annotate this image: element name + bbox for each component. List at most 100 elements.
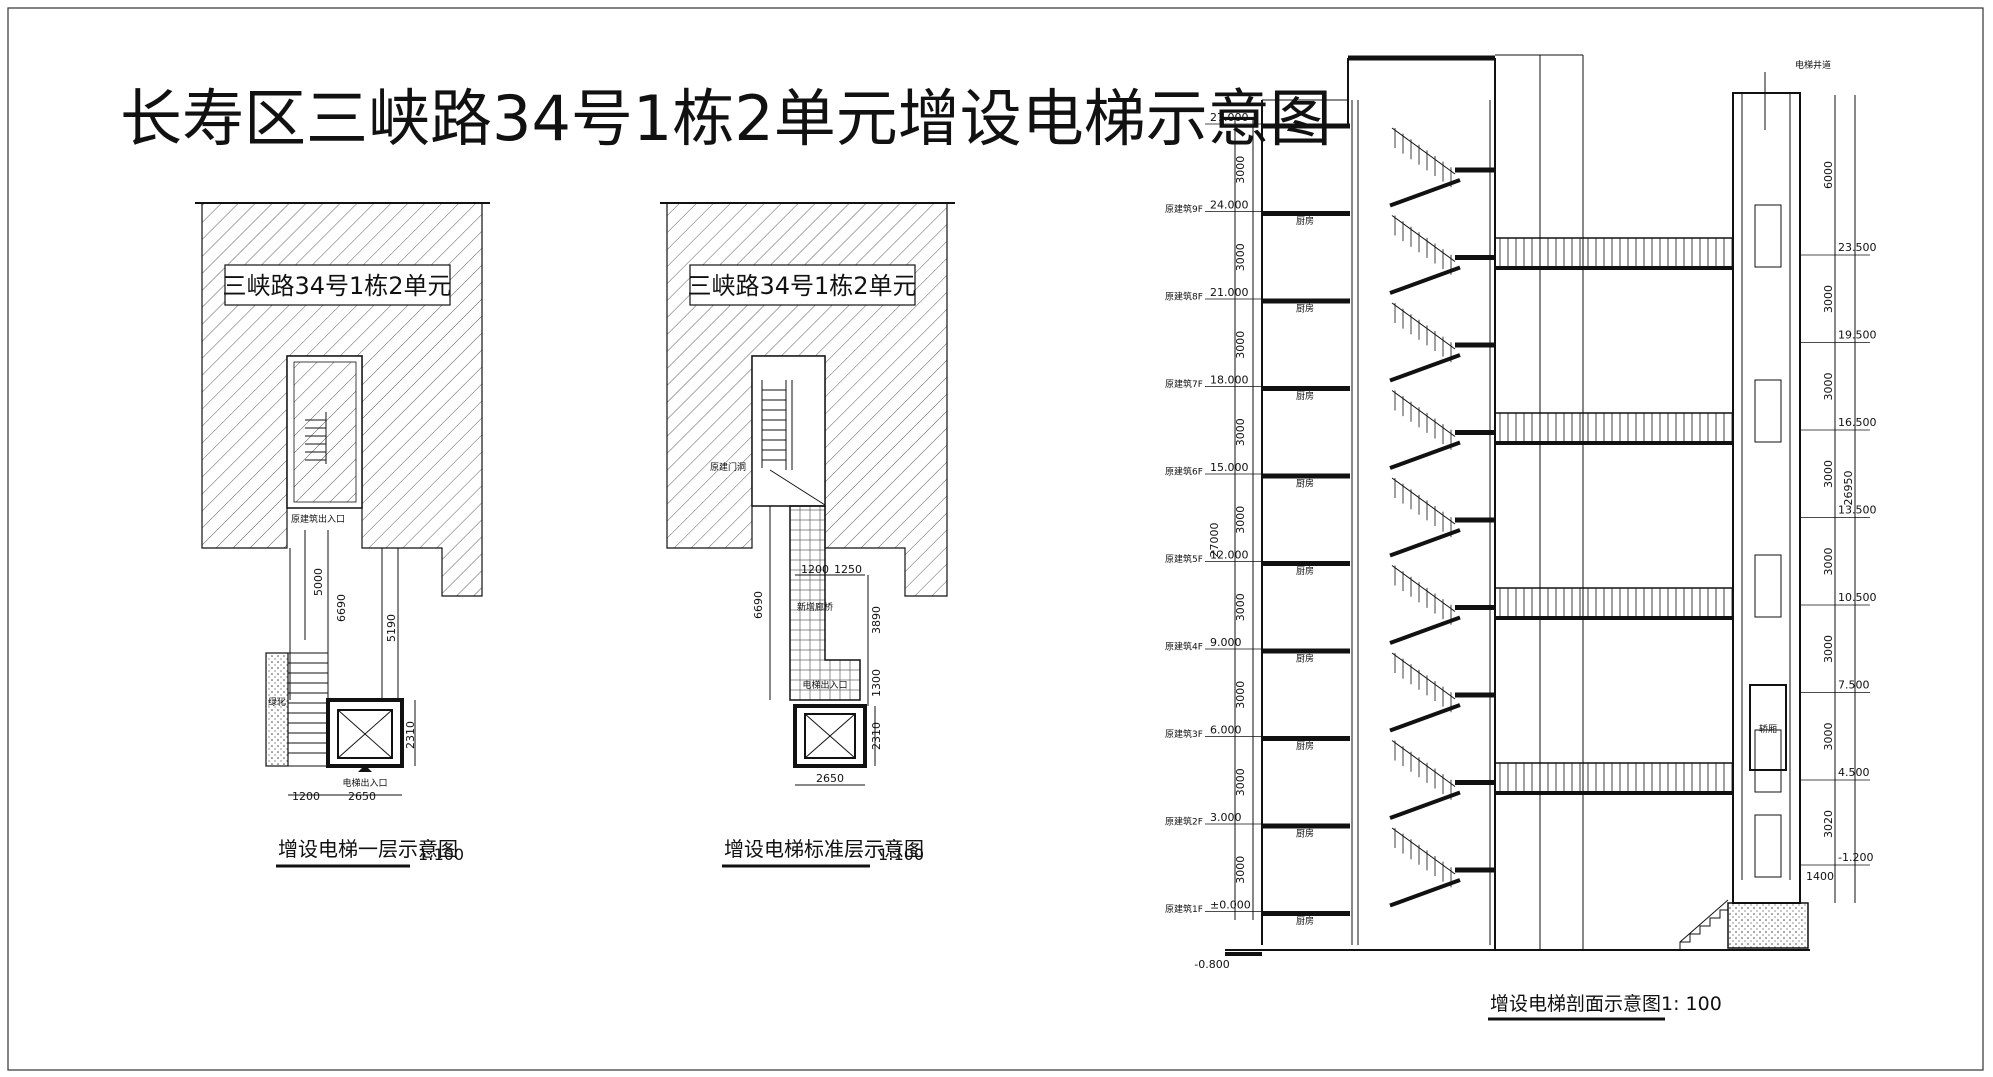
sheet-border (7, 7, 1984, 1071)
floor-height: 3000 (1234, 593, 1247, 621)
stair-flight (1389, 265, 1461, 295)
floor-height: 3000 (1234, 681, 1247, 709)
drawing-title: 长寿区三峡路34号1栋2单元增设电梯示意图 (120, 82, 1332, 155)
level-left-6: 9.000 (1210, 636, 1242, 649)
floor-name-6: 原建筑3F (1165, 728, 1203, 740)
right-dim-0: 6000 (1822, 161, 1835, 189)
plan2-dim-3890: 3890 (870, 606, 883, 634)
section-total-right: 26950 (1842, 471, 1855, 506)
floor-height: 3000 (1234, 331, 1247, 359)
floor-height: 3000 (1234, 156, 1247, 184)
plan1-building-label: 三峡路34号1栋2单元 (222, 272, 451, 300)
plan1-elevator-entry: 电梯出入口 (342, 777, 387, 789)
level-left-7: 6.000 (1210, 724, 1242, 737)
stair-rail (1391, 477, 1456, 525)
level-right-1: 19.500 (1838, 329, 1877, 342)
floor-name-8: 原建筑1F (1165, 903, 1203, 915)
floor-name-4: 原建筑5F (1165, 553, 1203, 565)
plan2-dim-1300: 1300 (870, 669, 883, 697)
room-label: 厨房 (1296, 915, 1314, 927)
bridge-2 (1494, 587, 1734, 619)
section-bottom-level: -0.800 (1194, 958, 1229, 971)
plan2-dim-2310: 2310 (870, 722, 883, 750)
plan1-dim-5190: 5190 (385, 614, 398, 642)
plan1-caption: 增设电梯一层示意图 (278, 837, 458, 861)
right-dim-1: 3000 (1822, 285, 1835, 313)
stair-rail (1391, 652, 1456, 700)
stair-flight (1389, 440, 1461, 470)
floor-name-0: 原建筑9F (1165, 203, 1203, 215)
stair-rail (1391, 215, 1456, 262)
shaft-door-0 (1754, 204, 1782, 268)
right-dim-6: 3000 (1822, 723, 1835, 751)
plan1-dim-2310: 2310 (404, 721, 417, 749)
plan1-dim-1200: 1200 (292, 790, 320, 803)
stair-flight (1389, 790, 1461, 820)
stair-flight (1389, 703, 1461, 733)
right-dim-7: 3020 (1822, 810, 1835, 838)
bridge-0 (1494, 237, 1734, 269)
floor-height: 3000 (1234, 768, 1247, 796)
bridge-3 (1494, 762, 1734, 794)
plan2-dim-6690: 6690 (752, 591, 765, 619)
floor-name-3: 原建筑6F (1165, 466, 1203, 478)
right-dim-2: 3000 (1822, 373, 1835, 401)
shaft-door-1 (1754, 379, 1782, 443)
stair-rail (1391, 740, 1456, 787)
level-left-2: 21.000 (1210, 286, 1249, 299)
stair-rail (1391, 302, 1456, 350)
floor-height: 3000 (1234, 856, 1247, 884)
level-left-8: 3.000 (1210, 811, 1242, 824)
plan1-dim-5000: 5000 (312, 568, 325, 596)
elevator-section: 电梯井道 轿厢 27.0003000原建筑9F厨房24.0003000原建筑8F… (1165, 54, 1877, 1021)
stair-flight (1389, 615, 1461, 645)
room-label: 厨房 (1296, 740, 1314, 752)
level-right-6: 4.500 (1838, 766, 1870, 779)
stair-rail (1391, 390, 1456, 437)
plan2-corridor-label: 新增廊桥 (797, 601, 833, 613)
floor-height: 3000 (1234, 418, 1247, 446)
level-left-3: 18.000 (1210, 374, 1249, 387)
stair-flight (1389, 878, 1461, 908)
room-label: 厨房 (1296, 303, 1314, 315)
stair-flight (1389, 178, 1461, 208)
stair-flight (1389, 528, 1461, 558)
section-pit: 1400 (1806, 870, 1834, 883)
plan2-building-label: 三峡路34号1栋2单元 (687, 272, 916, 300)
room-label: 厨房 (1296, 478, 1314, 490)
section-caption: 增设电梯剖面示意图1: 100 (1490, 993, 1722, 1015)
plan1-side-label: 绿化 (268, 696, 286, 708)
room-label: 厨房 (1296, 653, 1314, 665)
level-right-5: 7.500 (1838, 679, 1870, 692)
room-label: 厨房 (1296, 828, 1314, 840)
shaft-door-2 (1754, 554, 1782, 618)
room-label: 厨房 (1296, 215, 1314, 227)
level-left-5: 12.000 (1210, 549, 1249, 562)
stair-rail (1391, 127, 1456, 175)
level-left-1: 24.000 (1210, 199, 1249, 212)
plan2-scale: 1:100 (878, 845, 924, 864)
section-total-left: 27000 (1208, 523, 1221, 558)
stair-rail (1391, 827, 1456, 875)
plan2-caption: 增设电梯标准层示意图 (724, 837, 924, 861)
floor-name-1: 原建筑8F (1165, 291, 1203, 303)
level-right-0: 23.500 (1838, 241, 1877, 254)
plan2-dim-2650: 2650 (816, 772, 844, 785)
level-right-2: 16.500 (1838, 416, 1877, 429)
level-right-4: 10.500 (1838, 591, 1877, 604)
room-label: 厨房 (1296, 565, 1314, 577)
stair-flight (1389, 353, 1461, 383)
plan1-entry-label: 原建筑出入口 (291, 513, 345, 525)
plan2-elevator-entry: 电梯出入口 (802, 679, 847, 691)
plan-standard-floor: 三峡路34号1栋2单元 原建门洞 新增廊桥 电梯出入口 1200 1250 66… (660, 202, 955, 868)
shaft-door-4 (1754, 814, 1782, 878)
floor-name-5: 原建筑4F (1165, 641, 1203, 653)
room-label: 厨房 (1296, 390, 1314, 402)
level-right-3: 13.500 (1838, 504, 1877, 517)
level-right-7: -1.200 (1838, 851, 1873, 864)
level-left-4: 15.000 (1210, 461, 1249, 474)
right-dim-5: 3000 (1822, 635, 1835, 663)
floor-height: 3000 (1234, 243, 1247, 271)
right-dim-3: 3000 (1822, 460, 1835, 488)
